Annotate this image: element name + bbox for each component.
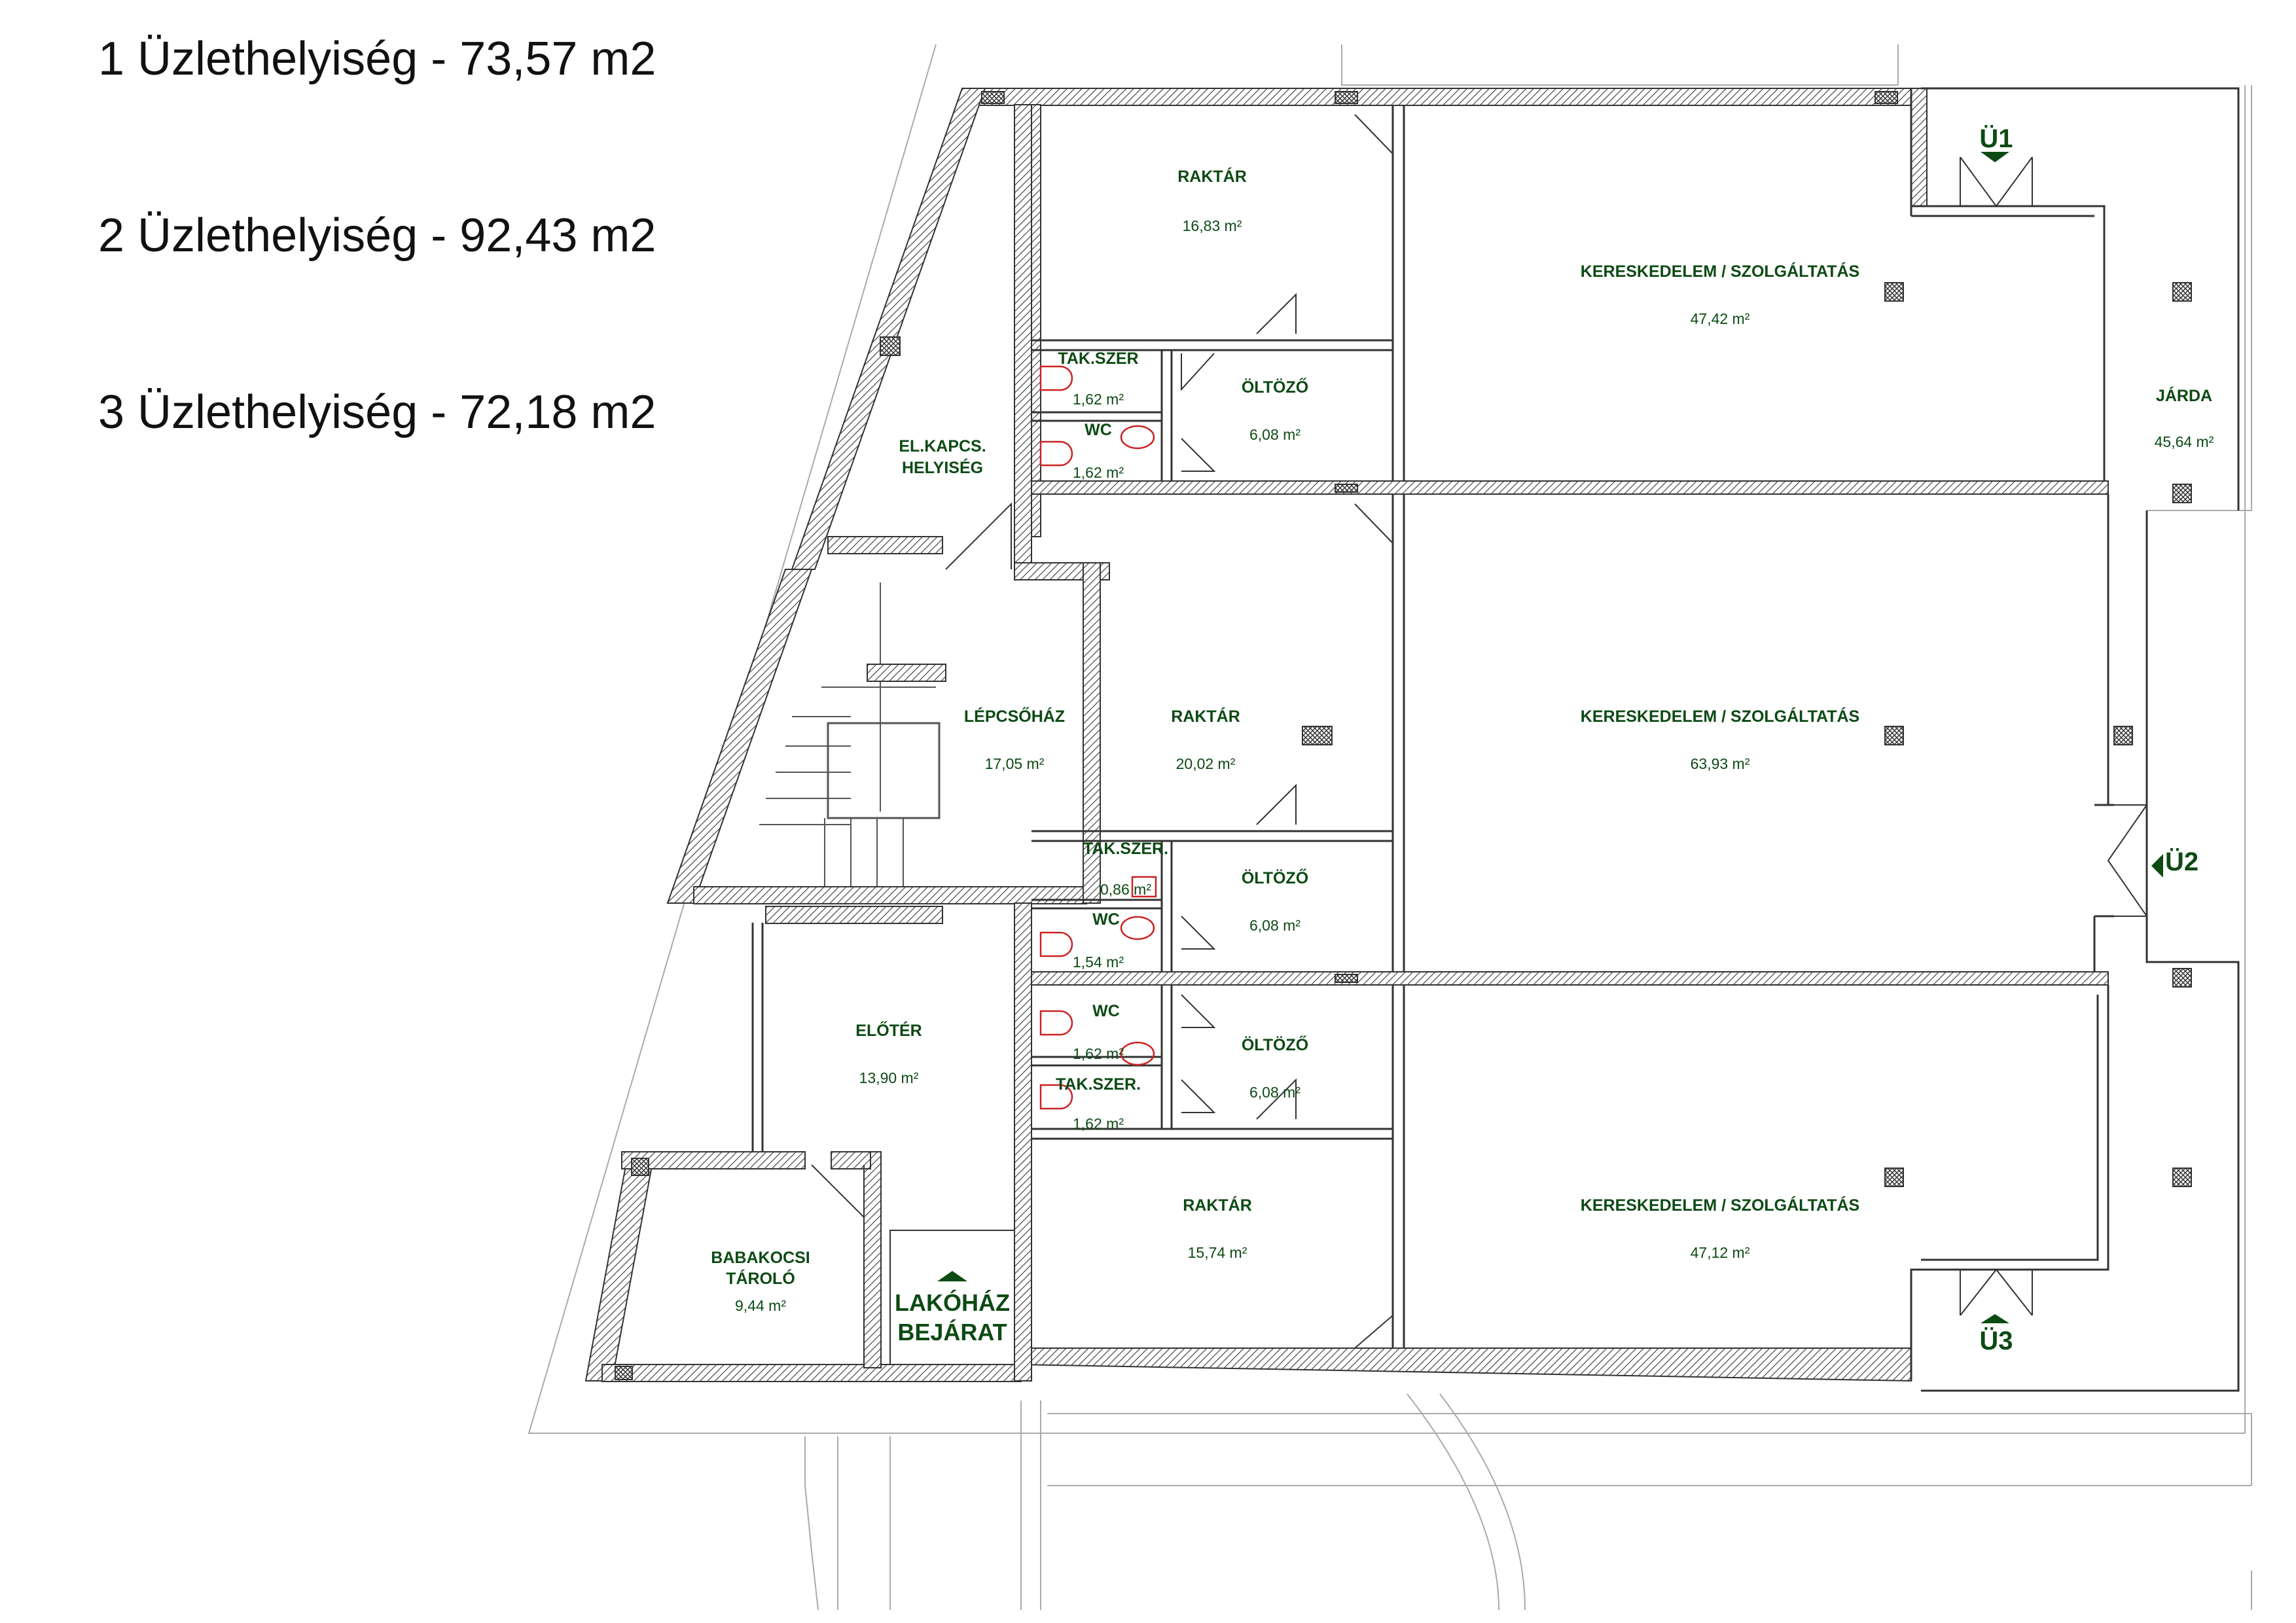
room-name-takszer-2: TAK.SZER.: [1083, 840, 1168, 858]
door-swings: [811, 114, 2147, 1349]
room-area-raktar-2: 20,02 m²: [1176, 755, 1236, 772]
area-summary: 1 Üzlethelyiség - 73,57 m2 2 Üzlethelyis…: [98, 26, 656, 556]
arrow-up-icon: [1981, 1314, 2009, 1323]
entrance-u3-label: Ü3: [1979, 1326, 2013, 1355]
room-area-lepcsohaz: 17,05 m²: [985, 755, 1045, 772]
room-area-oltozo-1: 6,08 m²: [1249, 426, 1300, 443]
room-name-elkapcs-2: HELYISÉG: [902, 458, 983, 477]
room-labels: RAKTÁR 16,83 m² KERESKEDELEM / SZOLGÁLTA…: [711, 167, 2214, 1314]
summary-unit-2: 2 Üzlethelyiség - 92,43 m2: [98, 209, 656, 262]
room-name-eloter: ELŐTÉR: [855, 1021, 922, 1040]
room-name-raktar-2: RAKTÁR: [1171, 707, 1240, 726]
room-area-eloter: 13,90 m²: [859, 1069, 919, 1086]
room-area-ker-1: 47,42 m²: [1691, 310, 1750, 327]
room-area-oltozo-3: 6,08 m²: [1249, 1084, 1300, 1101]
room-area-jarda: 45,64 m²: [2155, 433, 2214, 450]
room-area-raktar-1: 16,83 m²: [1183, 217, 1242, 234]
room-area-wc-2: 1,54 m²: [1073, 954, 1124, 971]
room-area-takszer-1: 1,62 m²: [1073, 391, 1124, 408]
room-name-wc-2: WC: [1092, 910, 1120, 929]
room-name-wc-1: WC: [1085, 421, 1112, 439]
staircase: [759, 582, 941, 890]
room-name-takszer-3: TAK.SZER.: [1056, 1075, 1141, 1094]
sanitary-fixtures: [1039, 365, 1157, 1110]
room-name-takszer-1: TAK.SZER: [1058, 349, 1138, 368]
entrance-labels: Ü1 Ü2 Ü3 LAKÓHÁZ BEJÁRAT: [895, 124, 2198, 1355]
room-area-takszer-2: 0,86 m²: [1100, 881, 1151, 898]
room-name-ker-3: KERESKEDELEM / SZOLGÁLTATÁS: [1581, 1196, 1859, 1215]
room-area-babakocsi: 9,44 m²: [735, 1297, 786, 1314]
room-name-oltozo-2: ÖLTÖZŐ: [1242, 868, 1308, 887]
walls: [584, 88, 2109, 1382]
room-name-jarda: JÁRDA: [2156, 386, 2212, 405]
columns: [615, 91, 2192, 1380]
room-name-ker-2: KERESKEDELEM / SZOLGÁLTATÁS: [1581, 707, 1859, 726]
room-name-wc-3: WC: [1092, 1002, 1120, 1020]
room-name-raktar-1: RAKTÁR: [1177, 167, 1247, 186]
room-name-oltozo-3: ÖLTÖZŐ: [1242, 1035, 1308, 1054]
room-name-lepcsohaz: LÉPCSŐHÁZ: [964, 707, 1065, 726]
summary-unit-1: 1 Üzlethelyiség - 73,57 m2: [98, 33, 656, 85]
room-area-oltozo-2: 6,08 m²: [1249, 917, 1300, 934]
room-area-ker-2: 63,93 m²: [1691, 755, 1750, 772]
lakohaz-entrance-label-2: BEJÁRAT: [897, 1319, 1007, 1346]
room-area-wc-3: 1,62 m²: [1073, 1045, 1124, 1062]
entrance-u2-label: Ü2: [2165, 847, 2198, 876]
room-name-babakocsi-2: TÁROLÓ: [726, 1268, 795, 1288]
arrow-left-icon: [2151, 854, 2163, 878]
summary-unit-3: 3 Üzlethelyiség - 72,18 m2: [98, 386, 656, 438]
entrance-markers: [937, 152, 2163, 1323]
room-area-ker-3: 47,12 m²: [1691, 1244, 1750, 1261]
room-name-elkapcs-1: EL.KAPCS.: [899, 437, 986, 455]
entrance-u1-label: Ü1: [1979, 124, 2013, 153]
arrow-down-icon: [1981, 152, 2009, 162]
room-name-raktar-3: RAKTÁR: [1183, 1196, 1252, 1215]
arrow-up-icon: [937, 1271, 967, 1281]
room-name-babakocsi-1: BABAKOCSI: [711, 1249, 810, 1267]
room-name-ker-1: KERESKEDELEM / SZOLGÁLTATÁS: [1581, 262, 1859, 281]
room-name-oltozo-1: ÖLTÖZŐ: [1242, 378, 1308, 397]
room-area-wc-1: 1,62 m²: [1073, 464, 1124, 481]
partitions: [751, 87, 2240, 1392]
lakohaz-entrance-label-1: LAKÓHÁZ: [895, 1289, 1010, 1316]
room-area-raktar-3: 15,74 m²: [1188, 1244, 1247, 1261]
room-area-takszer-3: 1,62 m²: [1073, 1115, 1124, 1132]
